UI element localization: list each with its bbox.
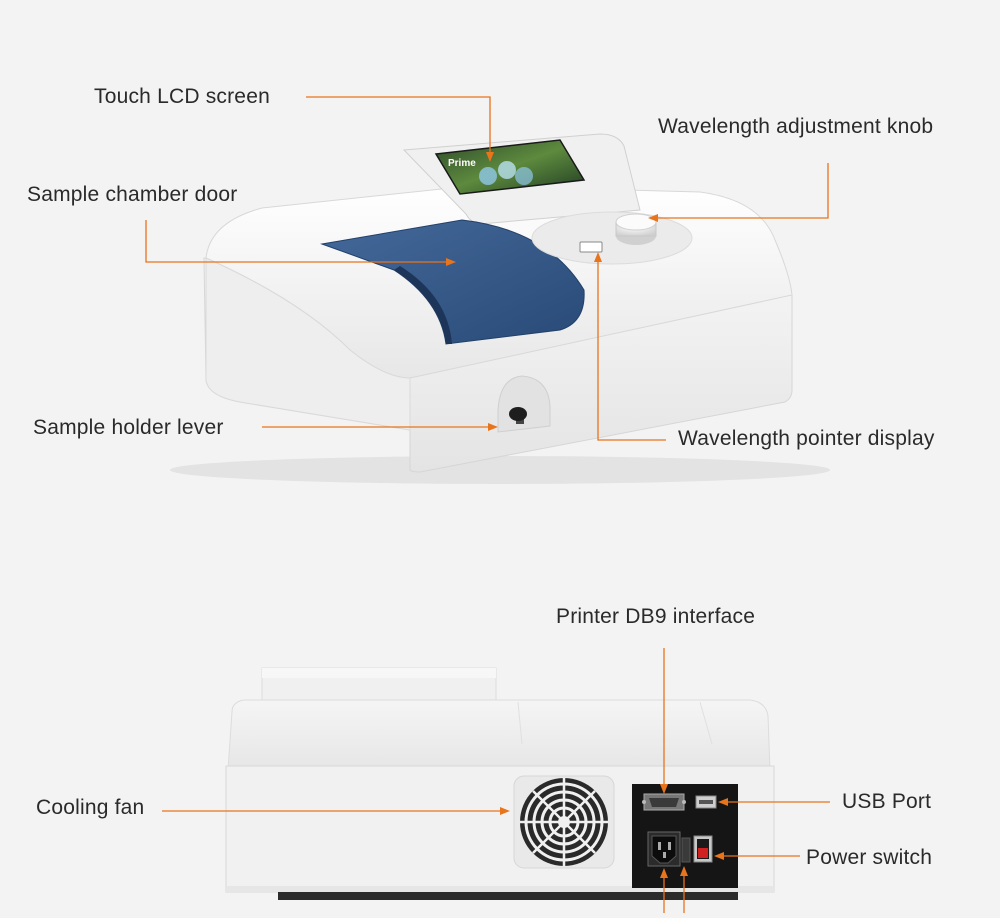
instrument-front-view: Prime (170, 133, 830, 484)
side-panel (205, 257, 411, 431)
label-cooling-fan: Cooling fan (36, 796, 145, 819)
arrow-offframe-2 (680, 866, 688, 876)
label-wavelength-adjustment-knob: Wavelength adjustment knob (658, 115, 934, 138)
usb-port[interactable] (695, 795, 717, 809)
arrow-power (714, 852, 724, 860)
arrow-db9 (660, 784, 668, 794)
leader-pointer-display (597, 260, 666, 441)
rear-upper-body (227, 699, 771, 771)
wavelength-knob[interactable] (615, 213, 657, 245)
leader-touch-lcd (306, 96, 491, 154)
instrument-rear-view (225, 667, 775, 900)
arrow-fan (500, 807, 510, 815)
arrow-lever (488, 423, 498, 431)
arrow-chamber-door (446, 258, 456, 266)
fuse-holder (681, 837, 691, 863)
sample-holder-lever[interactable] (509, 407, 527, 424)
db9-port[interactable] (642, 793, 686, 811)
knob-recess (531, 211, 693, 265)
arrow-usb (718, 798, 728, 806)
touch-lcd-screen[interactable]: Prime (434, 139, 586, 195)
leader-knob (658, 163, 829, 219)
wavelength-pointer-window (579, 241, 603, 253)
label-power-switch: Power switch (806, 846, 933, 869)
leader-lines (145, 96, 830, 913)
label-usb-port: USB Port (842, 790, 932, 813)
sample-chamber-door[interactable] (320, 219, 585, 345)
rear-top-highlight (262, 668, 496, 678)
leader-chamber-door (145, 220, 446, 263)
power-inlet[interactable] (647, 831, 681, 867)
cooling-fan (513, 775, 615, 869)
shadow (170, 456, 830, 484)
lcd-brand-text: Prime (448, 158, 476, 169)
arrow-knob (648, 214, 658, 222)
label-touch-lcd-screen: Touch LCD screen (94, 85, 270, 108)
label-sample-chamber-door: Sample chamber door (27, 183, 238, 206)
label-printer-db9-interface: Printer DB9 interface (556, 605, 756, 628)
arrow-pointer-display (594, 252, 602, 262)
door-edge (394, 266, 452, 344)
power-switch[interactable] (693, 835, 713, 863)
arrow-offframe-1 (660, 868, 668, 878)
label-wavelength-pointer-display: Wavelength pointer display (678, 427, 935, 450)
arrow-touch-lcd (486, 152, 494, 162)
label-sample-holder-lever: Sample holder lever (33, 416, 224, 439)
